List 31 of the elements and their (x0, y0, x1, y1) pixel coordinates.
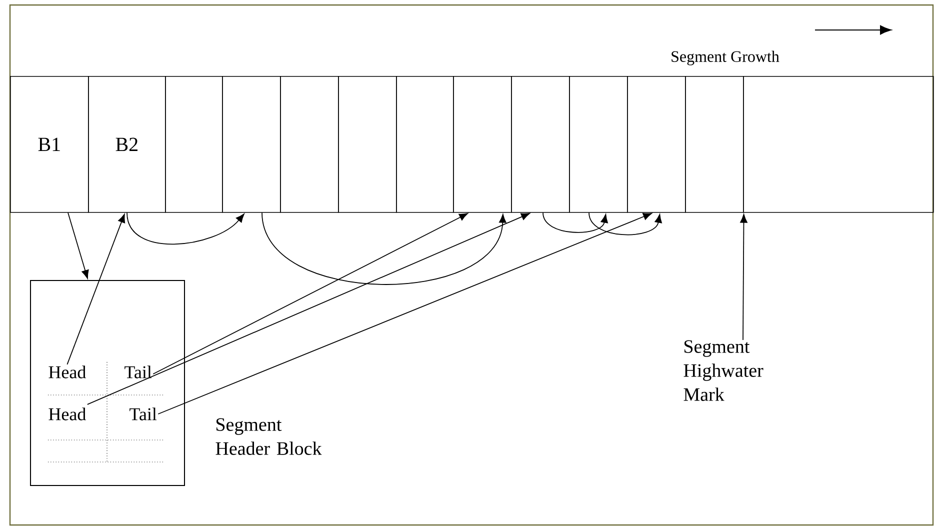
arrow (68, 212, 89, 279)
empty-cell (685, 76, 744, 213)
arrow (152, 213, 468, 374)
empty-cell (743, 76, 934, 213)
arrow (86, 213, 530, 405)
empty-cell (222, 76, 281, 213)
empty-cell (453, 76, 512, 213)
curved-arrow (588, 212, 662, 236)
table-entry: Tail (130, 408, 157, 420)
arrow (158, 212, 652, 414)
block-cell: B1 (10, 76, 89, 213)
block-label: Segment Header Block (216, 418, 322, 455)
empty-cell (396, 76, 454, 213)
arrow (66, 214, 126, 365)
arrow (740, 214, 748, 340)
table-entry: Head (48, 408, 86, 420)
curved-arrow (126, 212, 244, 245)
curved-arrow (262, 212, 506, 285)
table-entry: Tail (124, 366, 152, 378)
block-cell: B2 (88, 76, 166, 213)
curved-arrow (542, 212, 608, 233)
header-block (30, 280, 185, 486)
empty-cell (627, 76, 686, 213)
empty-cell (165, 76, 223, 213)
mark-label: Segment Highwater Mark (684, 340, 764, 401)
growth-label: Segment Growth (672, 50, 780, 66)
empty-cell (338, 76, 397, 213)
table-entry: Head (48, 366, 86, 378)
empty-cell (569, 76, 628, 213)
empty-cell (280, 76, 339, 213)
empty-cell (511, 76, 570, 213)
